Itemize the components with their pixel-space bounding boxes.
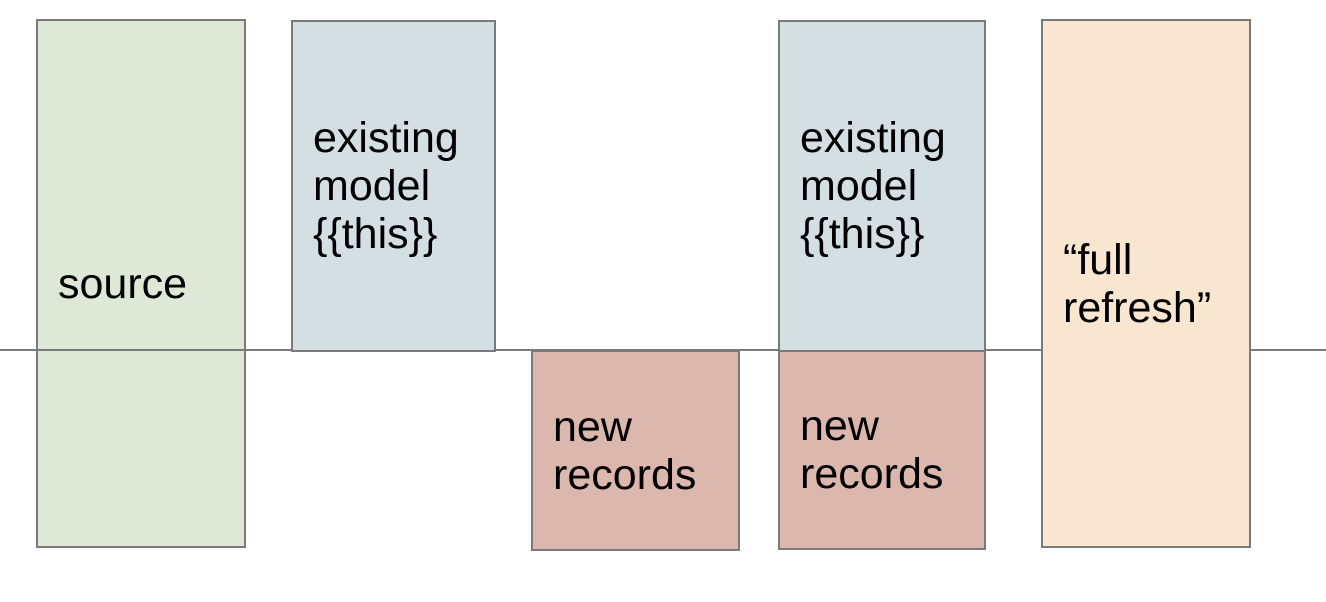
box-existing-model-right-label: existing model {{this}} [800,114,946,258]
box-source: source [36,19,246,548]
box-full-refresh: “full refresh” [1041,19,1251,548]
box-existing-model-left-label: existing model {{this}} [313,114,459,258]
box-existing-model-left: existing model {{this}} [291,20,496,352]
box-new-records-left: new records [531,350,740,551]
box-new-records-left-label: new records [553,402,697,499]
box-source-label: source [58,259,188,308]
box-existing-model-right: existing model {{this}} [778,20,986,352]
box-new-records-right: new records [778,350,986,550]
box-full-refresh-label: “full refresh” [1063,235,1212,332]
box-new-records-right-label: new records [800,402,944,498]
